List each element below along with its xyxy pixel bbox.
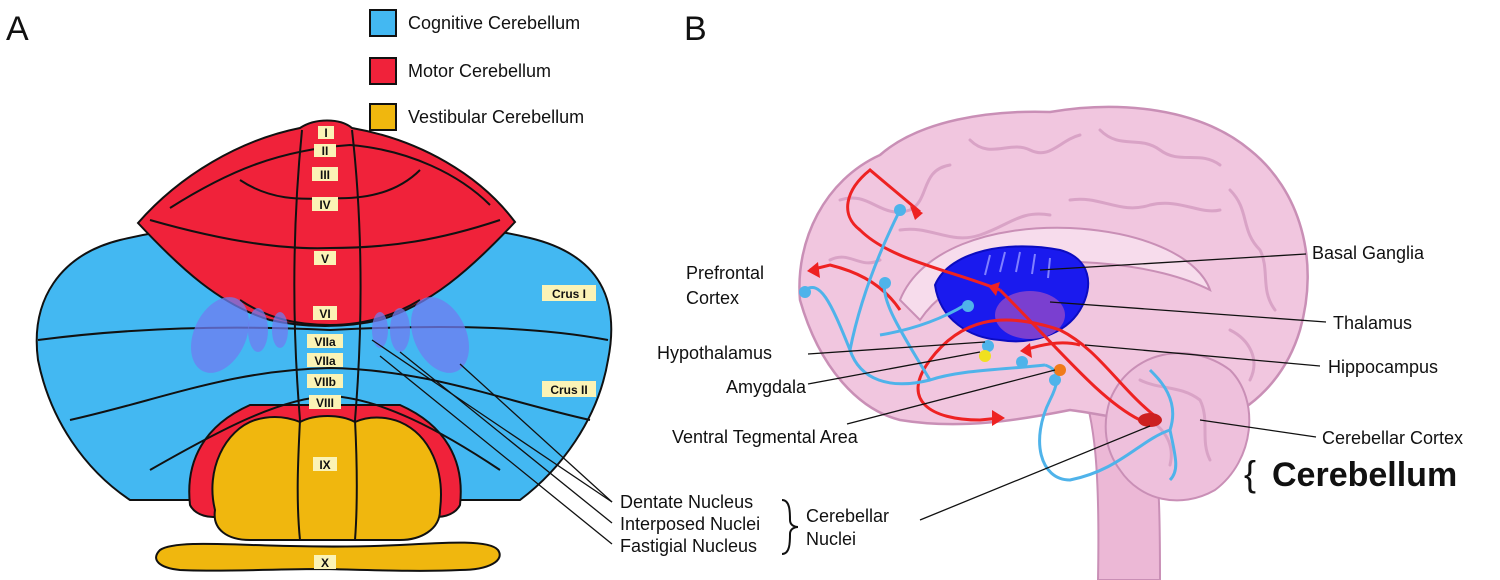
- fastigial-nucleus-label: Fastigial Nucleus: [620, 536, 757, 556]
- blue-nodes: [799, 204, 1061, 386]
- prefrontal-cortex-label-line1: Prefrontal: [686, 263, 764, 283]
- thalamus-label: Thalamus: [1333, 313, 1412, 333]
- amygdala-node: [979, 350, 991, 362]
- hippocampus-label: Hippocampus: [1328, 357, 1438, 377]
- cerebellar-nuclei-label-line2: Nuclei: [806, 529, 856, 549]
- motor-region-anterior: [136, 119, 517, 327]
- crus-label: Crus II: [550, 383, 587, 397]
- panel-a-letter: A: [6, 10, 29, 48]
- nuclei-brace: [781, 499, 799, 555]
- legend-swatch-cognitive: [369, 9, 397, 37]
- lobule-label: VI: [319, 307, 330, 321]
- basal-ganglia-striations: [984, 251, 1051, 279]
- vta-node: [1054, 364, 1066, 376]
- legend-label-vestibular: Vestibular Cerebellum: [408, 107, 584, 127]
- dentate-nucleus-label: Dentate Nucleus: [620, 492, 753, 512]
- legend-label-cognitive: Cognitive Cerebellum: [408, 13, 580, 33]
- cerebellar-nuclei-node: [1138, 413, 1162, 427]
- amygdala-label: Amygdala: [726, 377, 807, 397]
- red-arrowheads: [807, 206, 1032, 426]
- lobule-label: X: [321, 556, 329, 570]
- basal-ganglia-label: Basal Ganglia: [1312, 243, 1425, 263]
- ventral-tegmental-area-label: Ventral Tegmental Area: [672, 427, 859, 447]
- lobule-label: V: [321, 252, 329, 266]
- cerebellar-nuclei-overlay: [190, 297, 470, 373]
- legend-swatch-motor: [369, 57, 397, 85]
- panel-b-letter: B: [684, 10, 707, 48]
- vestibular-region-ix: [211, 415, 442, 541]
- blue-pathways: [804, 209, 1178, 482]
- cerebellar-cortex-label: Cerebellar Cortex: [1322, 428, 1463, 448]
- thalamus-structure: [995, 291, 1065, 339]
- legend: Cognitive Cerebellum Motor Cerebellum Ve…: [369, 9, 584, 131]
- cerebellum-map: I II III IV V VI VIIa VIIa VIIb VIII IX …: [35, 119, 613, 572]
- fissure-lines: [37, 129, 609, 541]
- panel-b-leader-lines: [807, 253, 1327, 521]
- lobule-label: IX: [319, 458, 330, 472]
- lobule-label: I: [324, 126, 327, 140]
- legend-label-motor: Motor Cerebellum: [408, 61, 551, 81]
- lobule-label: VIIa: [314, 335, 336, 349]
- lobule-label: VIII: [316, 396, 334, 410]
- red-pathways: [809, 168, 1161, 422]
- lobule-label: III: [320, 168, 330, 182]
- cerebellum-structure: [1104, 352, 1251, 502]
- lobule-label: VIIa: [314, 354, 336, 368]
- hypothalamus-label: Hypothalamus: [657, 343, 772, 363]
- cerebellum-brace: {: [1244, 453, 1256, 494]
- interposed-nuclei-label: Interposed Nuclei: [620, 514, 760, 534]
- cerebellar-nuclei-label-line1: Cerebellar: [806, 506, 889, 526]
- lobule-labels: I II III IV V VI VIIa VIIa VIIb VIII IX …: [307, 126, 596, 570]
- prefrontal-cortex-label-line2: Cortex: [686, 288, 739, 308]
- brain-sagittal: [798, 105, 1309, 580]
- nuclei-leader-lines: [371, 339, 613, 545]
- crus-label: Crus I: [552, 287, 586, 301]
- lobule-label: IV: [319, 198, 330, 212]
- legend-swatch-vestibular: [369, 103, 397, 131]
- lobule-label: II: [322, 144, 329, 158]
- lobule-label: VIIb: [314, 375, 336, 389]
- cerebellum-label: Cerebellum: [1272, 456, 1457, 494]
